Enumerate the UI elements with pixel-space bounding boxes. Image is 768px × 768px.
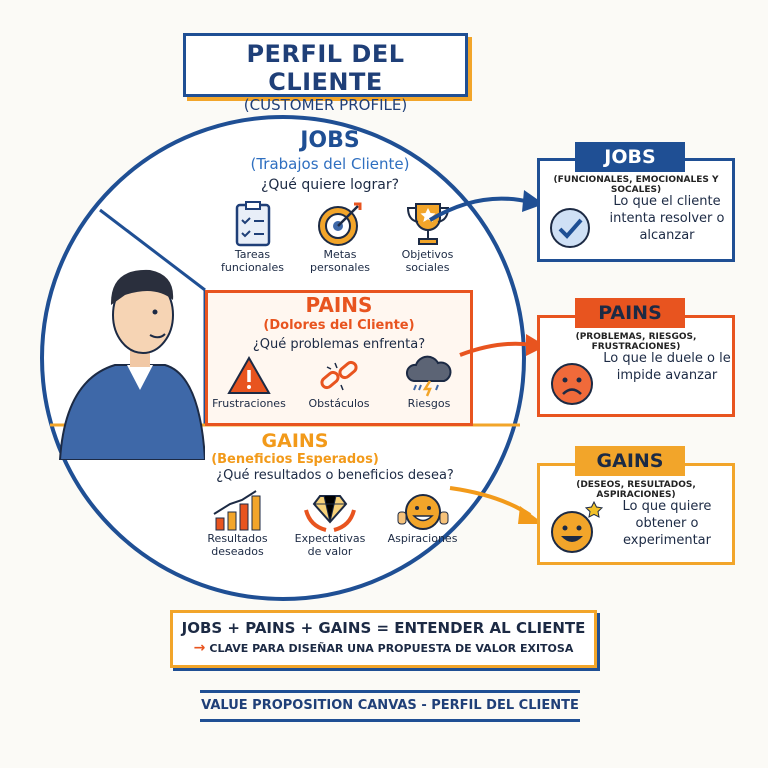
jobs-item: Tareas funcionales (215, 200, 290, 274)
gains-card: (DESEOS, RESULTADOS, ASPIRACIONES) Lo qu… (537, 463, 735, 565)
growth-chart-icon (212, 490, 260, 531)
checkmark-circle-icon (550, 208, 590, 248)
gains-items: Resultados deseados Expectativas de valo… (195, 488, 465, 558)
jobs-item-label: Tareas funcionales (221, 248, 284, 274)
connector-arrows (428, 190, 546, 524)
jobs-title: JOBS (300, 128, 360, 153)
gains-subtitle: (Beneficios Esperados) (211, 452, 379, 467)
pains-arrow (459, 341, 533, 357)
gains-card-categories: (DESEOS, RESULTADOS, ASPIRACIONES) (576, 480, 696, 500)
smiley-star-icon (551, 500, 604, 553)
jobs-card-text: Lo que el cliente intenta resolver o alc… (609, 194, 725, 243)
page-title: PERFIL DEL CLIENTE (246, 40, 405, 96)
jobs-card-title: JOBS (575, 142, 685, 172)
gains-item-label: Resultados deseados (207, 532, 268, 558)
summary-equation: JOBS + PAINS + GAINS = ENTENDER AL CLIEN… (181, 619, 586, 637)
pains-item-label: Frustraciones (212, 397, 286, 410)
gains-question: ¿Qué resultados o beneficios desea? (216, 468, 454, 483)
pains-card-categories: (PROBLEMAS, RIESGOS, FRUSTRACIONES) (575, 332, 697, 352)
gains-item: Aspiraciones (380, 488, 465, 558)
jobs-arrow (428, 196, 531, 222)
customer-person-illustration (58, 269, 205, 460)
pains-item: Riesgos (388, 355, 470, 410)
gains-card-text: Lo que quiere obtener o experimentar (622, 499, 712, 548)
jobs-item-label: Metas personales (309, 248, 370, 274)
pains-item-label: Riesgos (407, 397, 451, 410)
jobs-subtitle: (Trabajos del Cliente) (250, 155, 410, 173)
happy-face-icon (397, 494, 448, 530)
summary-key: CLAVE PARA DISEÑAR UNA PROPUESTA DE VALO… (209, 641, 574, 655)
jobs-question: ¿Qué quiere lograr? (260, 177, 400, 193)
gains-item-label: Aspiraciones (387, 532, 458, 545)
jobs-item: Metas personales (303, 200, 378, 274)
pains-item: Frustraciones (208, 355, 290, 410)
broken-chain-icon (320, 360, 358, 391)
jobs-card: (FUNCIONALES, EMOCIONALES Y SOCALES) Lo … (537, 158, 735, 262)
pains-items: Frustraciones Obstáculos Riesgos (208, 355, 470, 410)
summary-box: JOBS + PAINS + GAINS = ENTENDER AL CLIEN… (170, 610, 597, 668)
gains-arrow (449, 486, 532, 517)
gains-title: GAINS (261, 430, 329, 452)
gains-item: Resultados deseados (195, 488, 280, 558)
storm-cloud-icon (405, 355, 452, 397)
page-subtitle: (CUSTOMER PROFILE) (243, 96, 408, 114)
pains-question: ¿Qué problemas enfrenta? (252, 337, 426, 352)
pains-card: (PROBLEMAS, RIESGOS, FRUSTRACIONES) Lo q… (537, 315, 735, 417)
jobs-item-label: Objetivos sociales (401, 248, 454, 274)
clipboard-icon (235, 201, 270, 247)
pains-item: Obstáculos (298, 355, 380, 410)
target-icon (318, 202, 362, 246)
gains-card-title: GAINS (575, 446, 685, 476)
sad-face-icon (551, 363, 593, 405)
pains-card-text: Lo que le duele o le impide avanzar (603, 351, 731, 383)
diamond-hands-icon (304, 495, 356, 532)
jobs-card-categories: (FUNCIONALES, EMOCIONALES Y SOCALES) (553, 175, 719, 195)
pains-card-title: PAINS (575, 298, 685, 328)
pains-subtitle: (Dolores del Cliente) (263, 318, 415, 333)
footer-caption: VALUE PROPOSITION CANVAS - PERFIL DEL CL… (200, 690, 580, 722)
arrow-right-icon: → (193, 640, 206, 656)
pains-item-label: Obstáculos (308, 397, 370, 410)
pains-title: PAINS (305, 293, 373, 317)
gains-item: Expectativas de valor (288, 488, 373, 558)
gains-item-label: Expectativas de valor (294, 532, 366, 558)
title-box: PERFIL DEL CLIENTE (CUSTOMER PROFILE) (183, 33, 468, 114)
warning-icon (227, 355, 271, 394)
